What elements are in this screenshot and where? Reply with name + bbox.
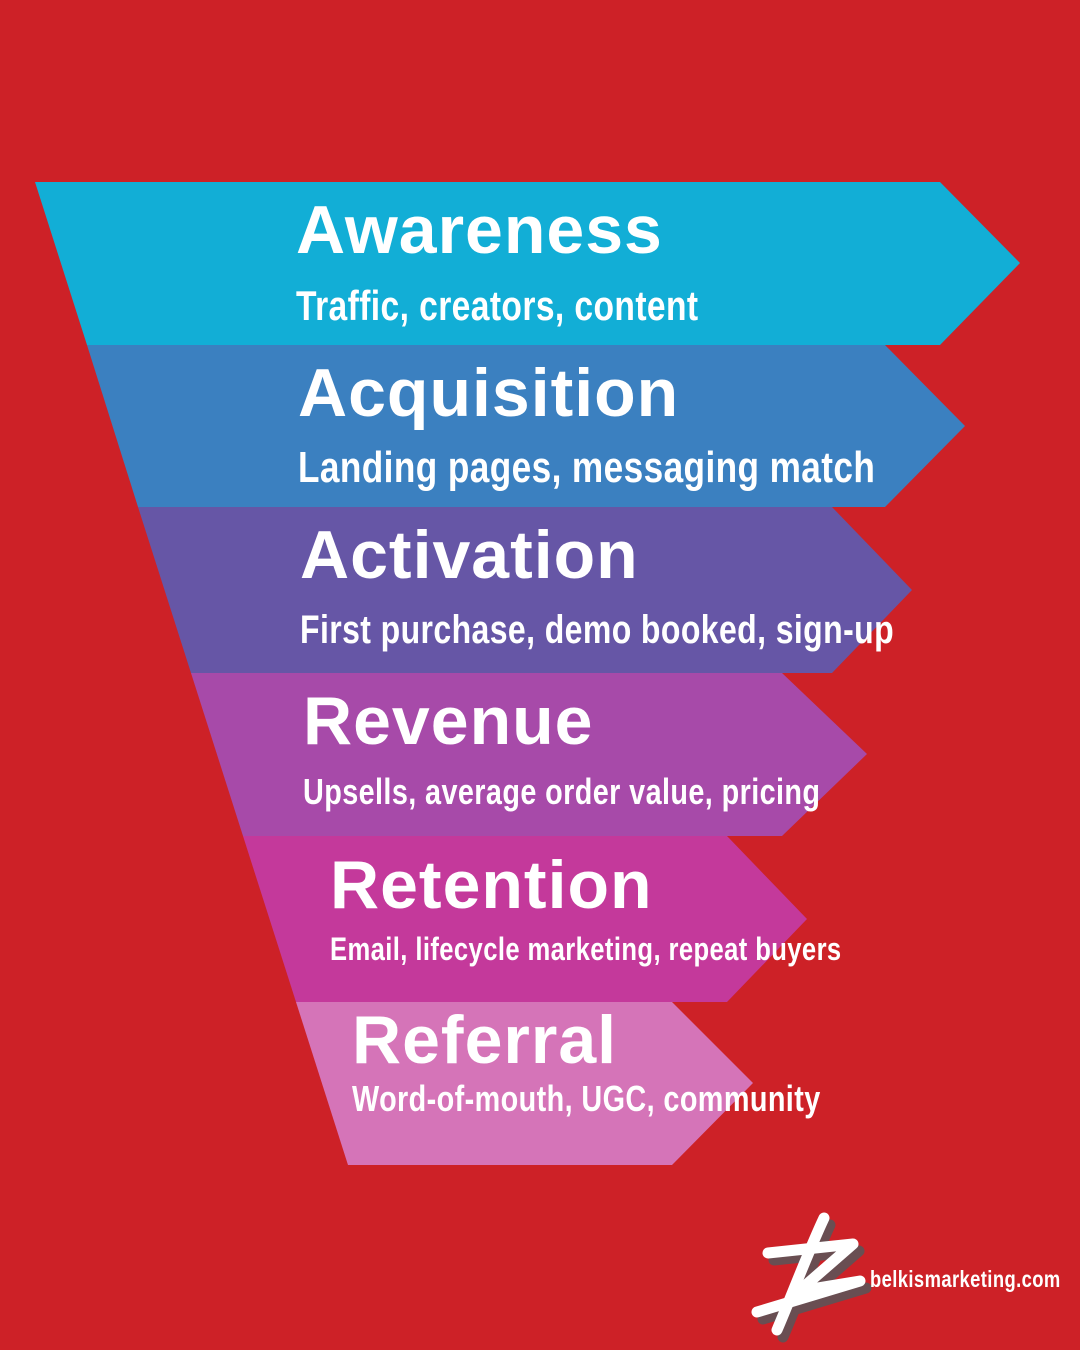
stage-subtitle-awareness: Traffic, creators, content [296,282,699,329]
stage-referral: Referral Word-of-mouth, UGC, community [352,1006,938,1119]
funnel-stage-shape-retention [243,836,807,1002]
stage-revenue: Revenue Upsells, average order value, pr… [303,687,950,812]
stage-title-retention: Retention [330,847,653,923]
stage-awareness: Awareness Traffic, creators, content [296,196,799,330]
stage-title-acquisition: Acquisition [298,355,680,431]
stage-subtitle-activation: First purchase, demo booked, sign-up [300,608,895,652]
stage-retention: Retention Email, lifecycle marketing, re… [330,851,969,968]
stage-subtitle-revenue: Upsells, average order value, pricing [303,771,821,812]
stage-activation: Activation First purchase, demo booked, … [300,521,1043,653]
website-url: belkismarketing.com [870,1266,1061,1292]
stage-title-revenue: Revenue [303,683,594,759]
funnel-stage-shape-acquisition [87,345,965,507]
funnel-stage-shape-activation [138,507,912,673]
belkis-scribble-logo [751,1212,866,1336]
stage-subtitle-referral: Word-of-mouth, UGC, community [352,1078,821,1119]
funnel-stage-shape-referral [296,1002,753,1165]
funnel-stage-shape-awareness [35,182,1020,345]
stage-title-activation: Activation [300,517,639,593]
stage-subtitle-retention: Email, lifecycle marketing, repeat buyer… [330,931,842,967]
funnel-stage-shape-revenue [191,673,867,836]
stage-title-awareness: Awareness [296,192,663,268]
stage-subtitle-acquisition: Landing pages, messaging match [298,443,876,492]
stage-title-referral: Referral [352,1002,618,1078]
stage-acquisition: Acquisition Landing pages, messaging mat… [298,359,1020,494]
